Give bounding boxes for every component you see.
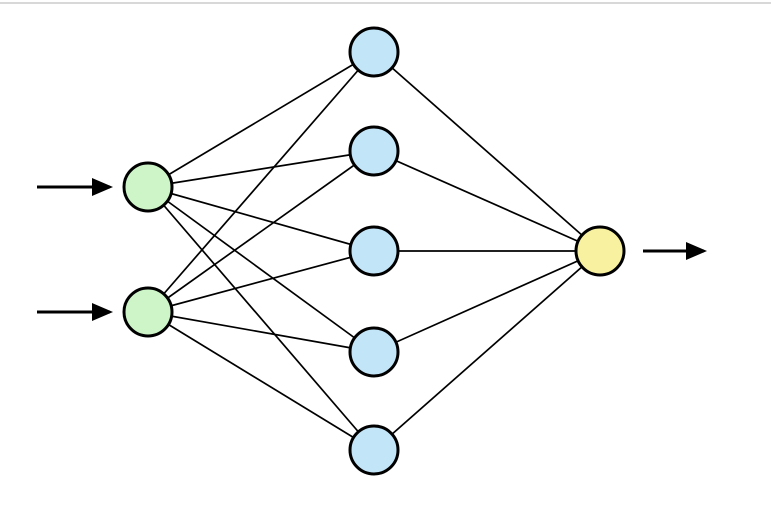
hidden-node-h4 — [348, 326, 400, 378]
hidden-node-h3 — [348, 225, 400, 277]
edge-i1-h1 — [147, 51, 375, 188]
edge-h5-o1 — [373, 250, 601, 451]
edge-i1-h4 — [147, 186, 375, 353]
hidden-node-h1 — [348, 26, 400, 78]
top-border-line — [0, 2, 771, 4]
edge-i2-h5 — [147, 311, 375, 451]
edge-i2-h3 — [147, 250, 375, 313]
edge-h2-o1 — [373, 150, 601, 252]
input-node-i1 — [122, 161, 174, 213]
edge-i2-h2 — [147, 150, 375, 313]
hidden-node-h2 — [348, 125, 400, 177]
edge-i1-h3 — [147, 186, 375, 252]
edge-h1-o1 — [373, 51, 601, 252]
output-node-o1 — [574, 225, 626, 277]
edge-i2-h1 — [147, 51, 375, 313]
edge-i1-h2 — [147, 150, 375, 188]
edge-h4-o1 — [373, 250, 601, 353]
edge-i2-h4 — [147, 311, 375, 353]
hidden-node-h5 — [348, 424, 400, 476]
input-node-i2 — [122, 286, 174, 338]
edge-i1-h5 — [147, 186, 375, 451]
